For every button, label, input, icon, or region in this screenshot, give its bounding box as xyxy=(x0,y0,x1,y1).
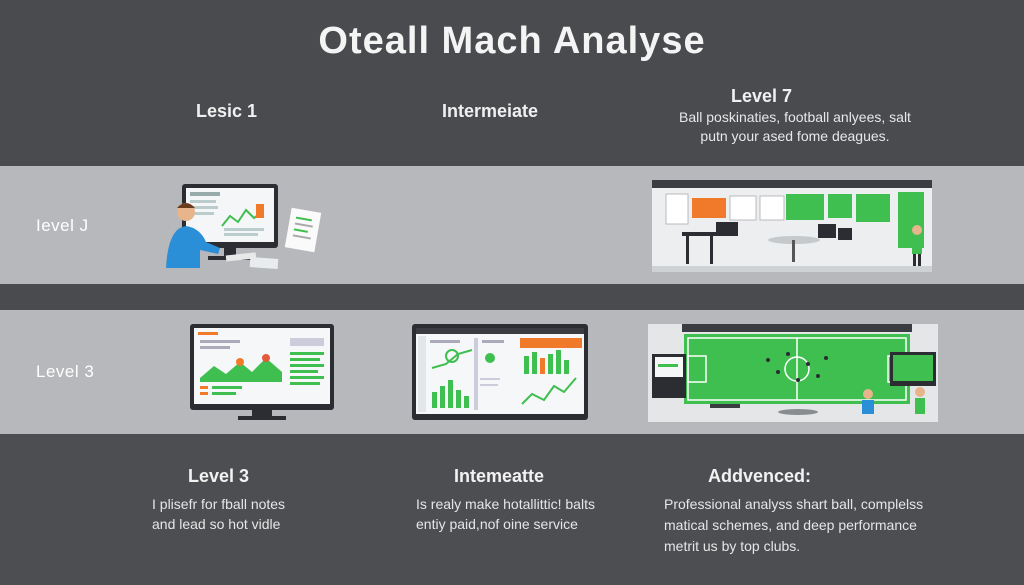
bottom-col-3-line-2: matical schemes, and deep performance xyxy=(664,517,917,533)
top-label-basic: Lesic 1 xyxy=(196,101,258,121)
bottom-col-1-line-2: and lead so hot vidle xyxy=(152,516,281,532)
bottom-section: Level 3 I plisefr for fball notes and le… xyxy=(0,434,1024,585)
page-title: Oteall Mach Analyse xyxy=(318,20,706,62)
bottom-col-1-text: I plisefr for fball notes and lead so ho… xyxy=(152,494,332,534)
bottom-col-2-text: Is realy make hotallittic! balts entiy p… xyxy=(416,494,636,534)
bottom-col-3-line-1: Professional analyss shart ball, complel… xyxy=(664,496,924,512)
top-label-level-7: Level 7 xyxy=(731,86,793,106)
analysis-room-illustration xyxy=(652,180,932,272)
top-description-line-2: putn your ased fome deagues. xyxy=(700,128,890,144)
dashboard-monitor-2 xyxy=(412,324,588,420)
row-band-2: Level 3 xyxy=(0,310,1024,434)
top-description-line-1: Ball poskinaties, football anlyees, salt xyxy=(679,109,911,125)
analyst-desk-illustration xyxy=(166,184,322,269)
bottom-col-3-line-3: metrit us by top clubs. xyxy=(664,538,801,554)
dashboard-monitor-1 xyxy=(190,324,334,420)
bottom-col-2-line-1: Is realy make hotallittic! balts xyxy=(416,496,595,512)
bottom-col-3-title: Addvenced: xyxy=(708,466,812,486)
top-description: Ball poskinaties, football anlyees, salt… xyxy=(660,108,930,146)
tactical-room-illustration xyxy=(648,324,938,422)
top-label-intermediate: Intermeiate xyxy=(442,101,539,121)
bottom-col-2-title: Intemeatte xyxy=(454,466,545,486)
row-label-2: Level 3 xyxy=(36,362,95,381)
bottom-col-2-line-2: entiy paid,nof oine service xyxy=(416,516,578,532)
bottom-col-3-text: Professional analyss shart ball, complel… xyxy=(664,494,964,557)
row-label-1: Ievel J xyxy=(36,216,89,235)
row-band-1: Ievel J xyxy=(0,166,1024,284)
bottom-col-1-line-1: I plisefr for fball notes xyxy=(152,496,286,512)
bottom-col-1-title: Level 3 xyxy=(188,466,250,486)
